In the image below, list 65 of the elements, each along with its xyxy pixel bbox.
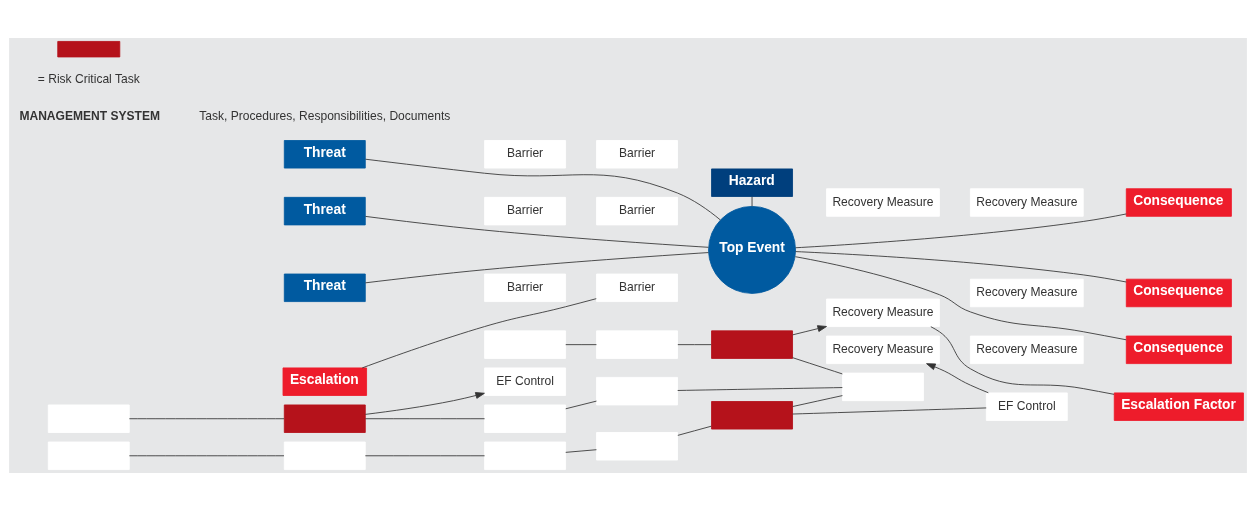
connector (365, 215, 709, 248)
connector (361, 298, 597, 369)
node-box: EF Control (484, 367, 566, 396)
node-box: Consequence (1125, 188, 1232, 217)
node-box: Escalation Factor (1113, 392, 1244, 421)
node-box: Recovery Measure (826, 298, 940, 327)
arrow (926, 363, 989, 394)
node-box: Barrier (596, 196, 678, 226)
node-box (711, 330, 793, 359)
connector (565, 344, 597, 346)
node-box: Barrier (484, 140, 566, 169)
node-box: Barrier (484, 196, 566, 226)
connector (565, 400, 597, 410)
node-box: Recovery Measure (826, 335, 940, 365)
node-box: Escalation (282, 367, 367, 396)
node-box (596, 432, 678, 461)
node-box: Barrier (596, 273, 678, 302)
node-box (283, 404, 366, 433)
node-box: Recovery Measure (969, 278, 1084, 308)
node-box (283, 441, 366, 470)
node-circle: Top Event (708, 205, 796, 294)
connector (128, 455, 285, 457)
connector (677, 425, 712, 436)
connector (794, 256, 1127, 341)
node-box (711, 401, 793, 430)
node-box (596, 376, 678, 406)
node-box: Threat (283, 140, 366, 169)
node-box: Consequence (1125, 335, 1232, 365)
node-box: Recovery Measure (969, 188, 1084, 217)
node-box (842, 372, 924, 402)
connector (792, 407, 987, 415)
node-box: Threat (283, 196, 366, 226)
node-box (484, 404, 566, 433)
arrow (364, 392, 485, 415)
connector (364, 418, 485, 420)
node-box: Threat (283, 273, 366, 302)
node-box (47, 404, 130, 433)
node-box: Recovery Measure (969, 335, 1084, 365)
connector (365, 158, 721, 221)
node-box: Barrier (484, 273, 566, 302)
node-box (484, 441, 566, 470)
node-box (47, 441, 130, 470)
arrow (792, 325, 827, 336)
node-box (596, 330, 678, 359)
node-box: Hazard (711, 168, 793, 197)
label: Task, Procedures, Responsibilities, Documents (199, 109, 451, 124)
label: MANAGEMENT SYSTEM (19, 108, 160, 123)
connector (792, 357, 843, 375)
legend-label: = Risk Critical Task (37, 72, 140, 87)
connector (677, 387, 843, 391)
connector (128, 418, 285, 420)
connector (795, 213, 1127, 249)
node-box (484, 330, 566, 359)
node-box: EF Control (985, 392, 1068, 421)
connector (930, 326, 1115, 395)
connector (364, 455, 485, 457)
connector (365, 252, 709, 284)
connector (792, 395, 843, 407)
node-box: Consequence (1125, 278, 1232, 308)
connector (565, 449, 597, 453)
connector (751, 196, 753, 207)
node-box: Recovery Measure (826, 188, 940, 217)
connector (677, 344, 712, 346)
node-box: Barrier (596, 140, 678, 169)
connector (795, 251, 1127, 283)
